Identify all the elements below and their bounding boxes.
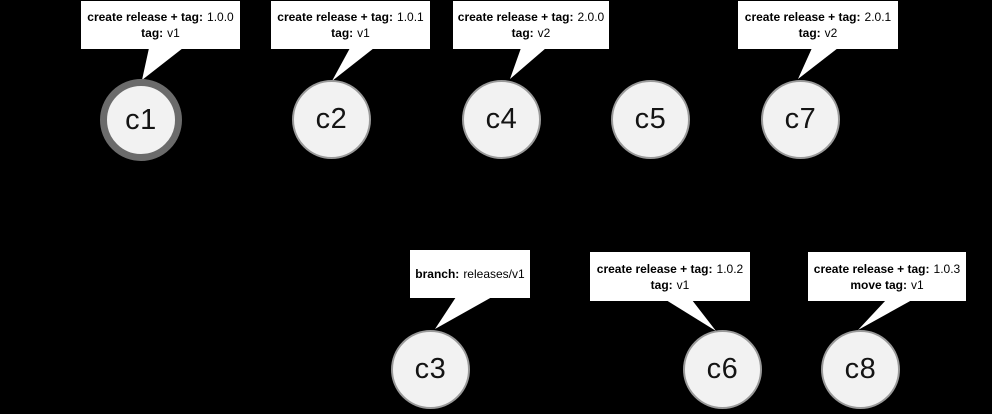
callout-c1: create release + tag:1.0.0 tag:v1: [81, 1, 240, 49]
commit-node-c2: c2: [292, 80, 371, 159]
callout-c7-line1: create release + tag:2.0.1: [744, 10, 892, 24]
callout-c4-line1: create release + tag:2.0.0: [457, 10, 605, 24]
callout-c2-line1: create release + tag:1.0.1: [277, 10, 424, 24]
commit-label-c7: c7: [784, 103, 817, 135]
commit-node-c6: c6: [683, 330, 762, 409]
callout-c4: create release + tag:2.0.0 tag:v2: [453, 1, 609, 49]
callout-c8: create release + tag:1.0.3 move tag:v1: [808, 252, 966, 301]
callout-tail-c1: [142, 48, 183, 80]
callout-c3: branch:releases/v1: [410, 250, 530, 298]
commit-node-c7: c7: [761, 80, 840, 159]
callout-c1-line1: create release + tag:1.0.0: [87, 10, 234, 24]
callout-tail-c4: [510, 48, 546, 79]
callout-c7: create release + tag:2.0.1 tag:v2: [738, 1, 898, 49]
commit-label-c8: c8: [844, 353, 877, 385]
callout-c3-line1: branch:releases/v1: [415, 267, 525, 281]
commit-node-c1: c1: [100, 79, 182, 161]
callout-c2: create release + tag:1.0.1 tag:v1: [271, 1, 430, 49]
commit-label-c5: c5: [634, 103, 667, 135]
callout-c2-line2: tag:v1: [331, 26, 370, 40]
callout-c6: create release + tag:1.0.2 tag:v1: [590, 252, 750, 301]
commit-label-c1: c1: [125, 103, 157, 136]
commit-node-c3: c3: [391, 330, 470, 409]
callout-tail-c8: [858, 300, 912, 330]
callout-c7-line2: tag:v2: [798, 26, 838, 40]
commit-label-c4: c4: [485, 103, 518, 135]
callout-tail-c2: [332, 48, 374, 81]
callout-c8-line2: move tag:v1: [850, 277, 924, 292]
commit-label-c6: c6: [706, 353, 739, 385]
callout-tail-c7: [798, 48, 838, 79]
commit-label-c2: c2: [315, 103, 348, 135]
callout-tail-c3: [435, 297, 492, 329]
callout-c1-line2: tag:v1: [141, 26, 180, 40]
callout-c4-line2: tag:v2: [511, 26, 551, 40]
callout-c8-line1: create release + tag:1.0.3: [813, 261, 961, 276]
callout-tail-c6: [666, 300, 716, 331]
commit-node-c4: c4: [462, 80, 541, 159]
commit-label-c3: c3: [414, 353, 447, 385]
commit-node-c8: c8: [821, 330, 900, 409]
callout-c6-line1: create release + tag:1.0.2: [596, 261, 744, 276]
callout-c6-line2: tag:v1: [650, 277, 690, 292]
commit-node-c5: c5: [611, 80, 690, 159]
